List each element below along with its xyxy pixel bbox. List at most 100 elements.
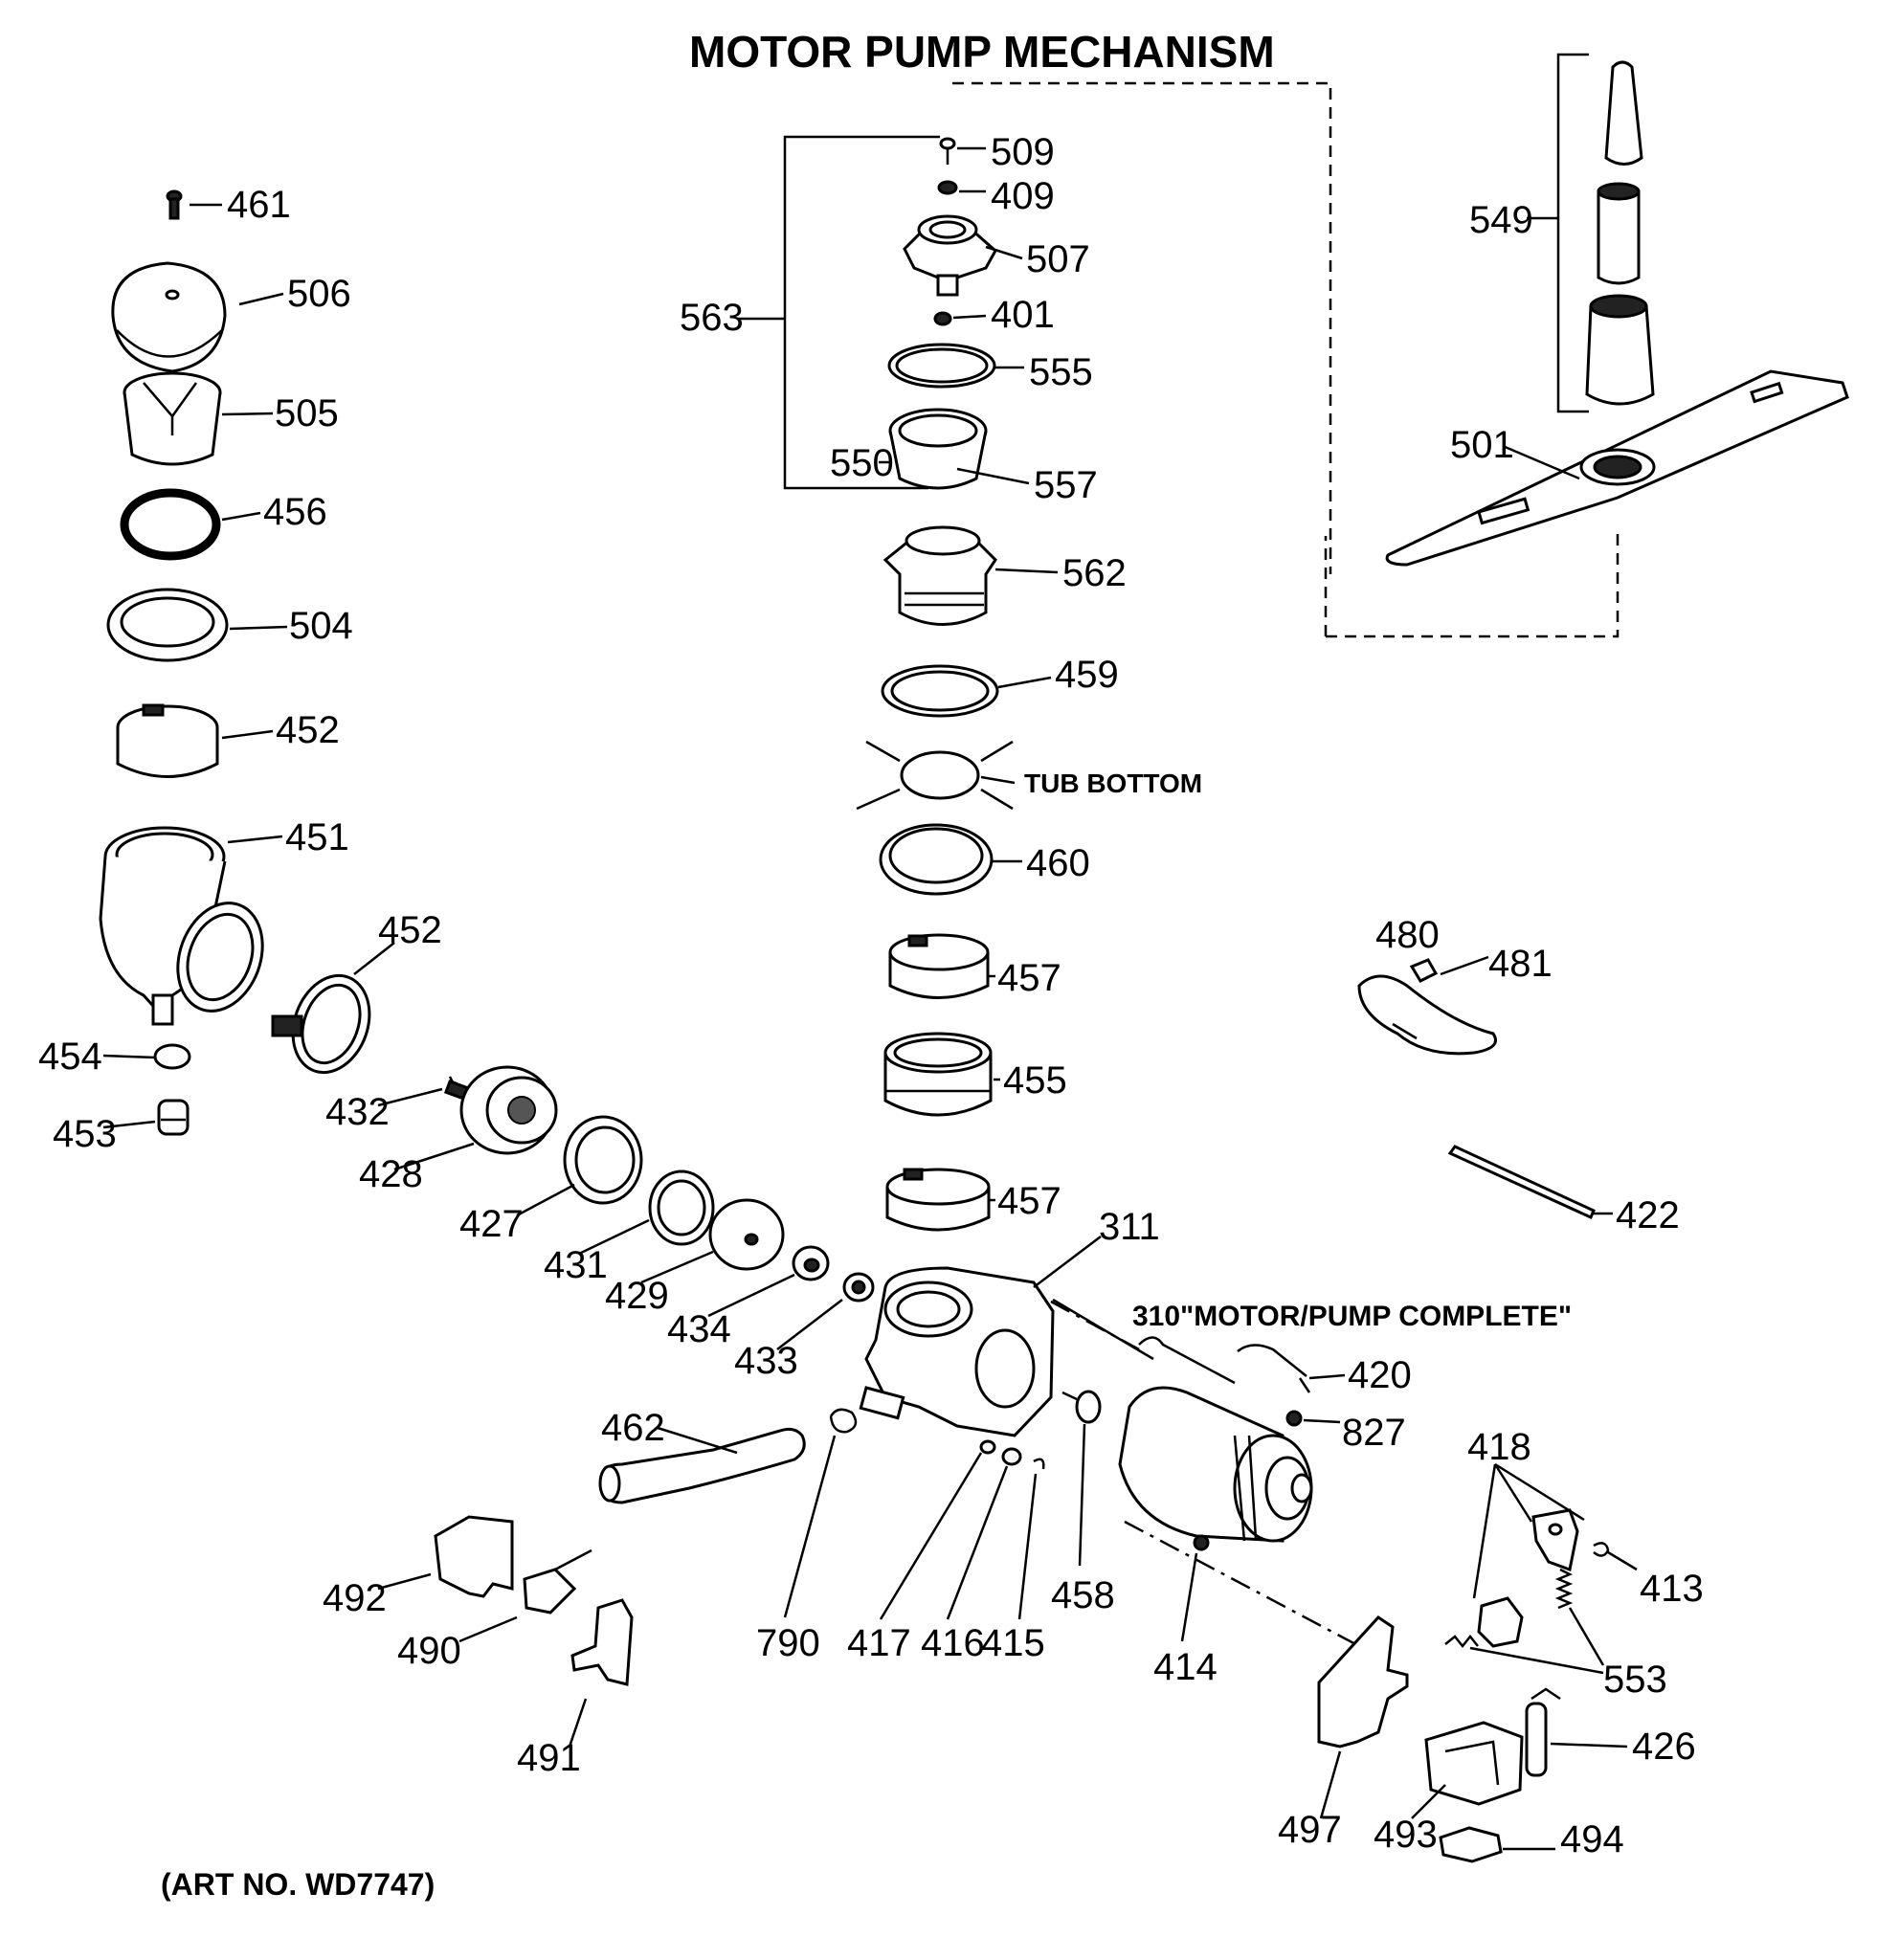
- label-426: 426: [1632, 1726, 1696, 1768]
- label-550: 550: [830, 442, 894, 484]
- part-504-retainer: [106, 588, 288, 662]
- part-461-screw: [166, 189, 222, 220]
- part-455-filter: [883, 1032, 1000, 1117]
- label-431: 431: [544, 1244, 608, 1286]
- label-409: 409: [991, 175, 1055, 217]
- label-401: 401: [991, 294, 1055, 336]
- label-428: 428: [359, 1153, 423, 1195]
- part-481-clip: [1409, 955, 1489, 983]
- part-428-impeller: [393, 1065, 558, 1171]
- part-555-ring: [887, 343, 1024, 389]
- bracket-549: [1556, 53, 1589, 413]
- label-461: 461: [227, 184, 291, 226]
- part-491-bracket: [568, 1598, 634, 1748]
- label-497: 497: [1278, 1809, 1342, 1851]
- tub-bottom-opening: [856, 740, 1016, 811]
- label-453: 453: [53, 1113, 117, 1155]
- label-433: 433: [734, 1340, 798, 1382]
- part-456-o-ring: [120, 488, 261, 561]
- part-458-seal: [1061, 1390, 1102, 1567]
- label-506: 506: [287, 273, 351, 315]
- label-420: 420: [1348, 1354, 1412, 1396]
- label-562: 562: [1062, 552, 1127, 594]
- motor-pump-complete-label: 310"MOTOR/PUMP COMPLETE": [1132, 1301, 1572, 1332]
- label-454: 454: [38, 1036, 102, 1078]
- part-492-bracket: [377, 1515, 514, 1598]
- part-452-clamp-upper-left: [116, 703, 274, 778]
- part-420-wire: [1237, 1344, 1346, 1393]
- part-311-pump-body: [859, 1236, 1102, 1437]
- label-507: 507: [1026, 238, 1090, 280]
- spray-arm-assembly-dashed-line: [952, 81, 1332, 574]
- label-462: 462: [601, 1407, 665, 1449]
- label-422: 422: [1616, 1194, 1680, 1236]
- diagram-title: MOTOR PUMP MECHANISM: [689, 27, 1275, 77]
- part-418-assembly: [1472, 1462, 1585, 1648]
- part-417-washer: [879, 1439, 996, 1620]
- label-480: 480: [1375, 914, 1440, 956]
- part-827-screw: [1285, 1410, 1341, 1427]
- bracket-563: [783, 135, 940, 490]
- part-494-plunger: [1439, 1826, 1555, 1863]
- part-790-clamp: [783, 1408, 858, 1618]
- label-455: 455: [1003, 1059, 1067, 1102]
- label-457-lower: 457: [997, 1180, 1061, 1222]
- label-553: 553: [1603, 1659, 1667, 1701]
- part-452-clamp-lower-left: [271, 942, 395, 1075]
- part-429-impeller-disc: [640, 1198, 785, 1284]
- label-427: 427: [459, 1203, 524, 1245]
- part-506-cover: [111, 261, 284, 373]
- part-453-cap: [102, 1099, 190, 1136]
- part-460-ring: [879, 823, 1022, 896]
- part-451-sump: [99, 826, 283, 1026]
- label-457-upper: 457: [997, 957, 1061, 999]
- label-491: 491: [517, 1737, 581, 1779]
- label-415: 415: [981, 1622, 1045, 1664]
- label-458: 458: [1051, 1574, 1115, 1616]
- label-451: 451: [285, 816, 349, 858]
- label-549: 549: [1469, 199, 1533, 241]
- label-494: 494: [1560, 1818, 1624, 1860]
- part-413-ring: [1593, 1542, 1638, 1571]
- label-790: 790: [756, 1622, 820, 1664]
- label-434: 434: [667, 1308, 731, 1350]
- part-432-spring: [377, 1076, 474, 1107]
- part-497-mounting-plate: [1317, 1615, 1409, 1819]
- part-505-filter-cup: [123, 371, 274, 466]
- label-493: 493: [1374, 1814, 1438, 1856]
- part-501-spray-arm: [1385, 369, 1849, 567]
- part-550-housing: [879, 408, 1030, 490]
- part-422-strip: [1447, 1145, 1613, 1220]
- part-562-pump-housing: [882, 525, 1059, 626]
- part-462-hose: [598, 1426, 806, 1504]
- label-501: 501: [1450, 424, 1514, 466]
- label-429: 429: [605, 1275, 669, 1317]
- part-426-pin: [1525, 1687, 1628, 1777]
- part-509-screw: [939, 137, 986, 165]
- tub-bottom-label: TUB BOTTOM: [1024, 768, 1202, 798]
- label-418: 418: [1467, 1426, 1531, 1468]
- label-490: 490: [397, 1630, 461, 1672]
- part-433-washer: [776, 1272, 875, 1350]
- label-555: 555: [1029, 351, 1093, 393]
- label-413: 413: [1640, 1568, 1704, 1610]
- label-492: 492: [323, 1577, 387, 1619]
- part-457-clamp-upper: [888, 933, 995, 999]
- part-409-washer: [937, 180, 986, 195]
- label-460: 460: [1026, 842, 1090, 884]
- label-417: 417: [847, 1622, 911, 1664]
- label-414: 414: [1153, 1646, 1218, 1688]
- part-416-washer: [946, 1447, 1022, 1620]
- label-432: 432: [325, 1091, 390, 1133]
- part-490-switch: [458, 1548, 592, 1643]
- part-431-seal: [578, 1169, 715, 1256]
- part-motor: [1118, 1386, 1313, 1543]
- label-311: 311: [1099, 1206, 1160, 1248]
- part-493-solenoid: [1411, 1721, 1524, 1819]
- part-457-clamp-lower: [885, 1168, 995, 1232]
- motor-axis-line-lower: [1124, 1520, 1360, 1648]
- label-504: 504: [289, 605, 353, 647]
- label-563: 563: [680, 297, 744, 339]
- bracket-310: [1138, 1336, 1236, 1385]
